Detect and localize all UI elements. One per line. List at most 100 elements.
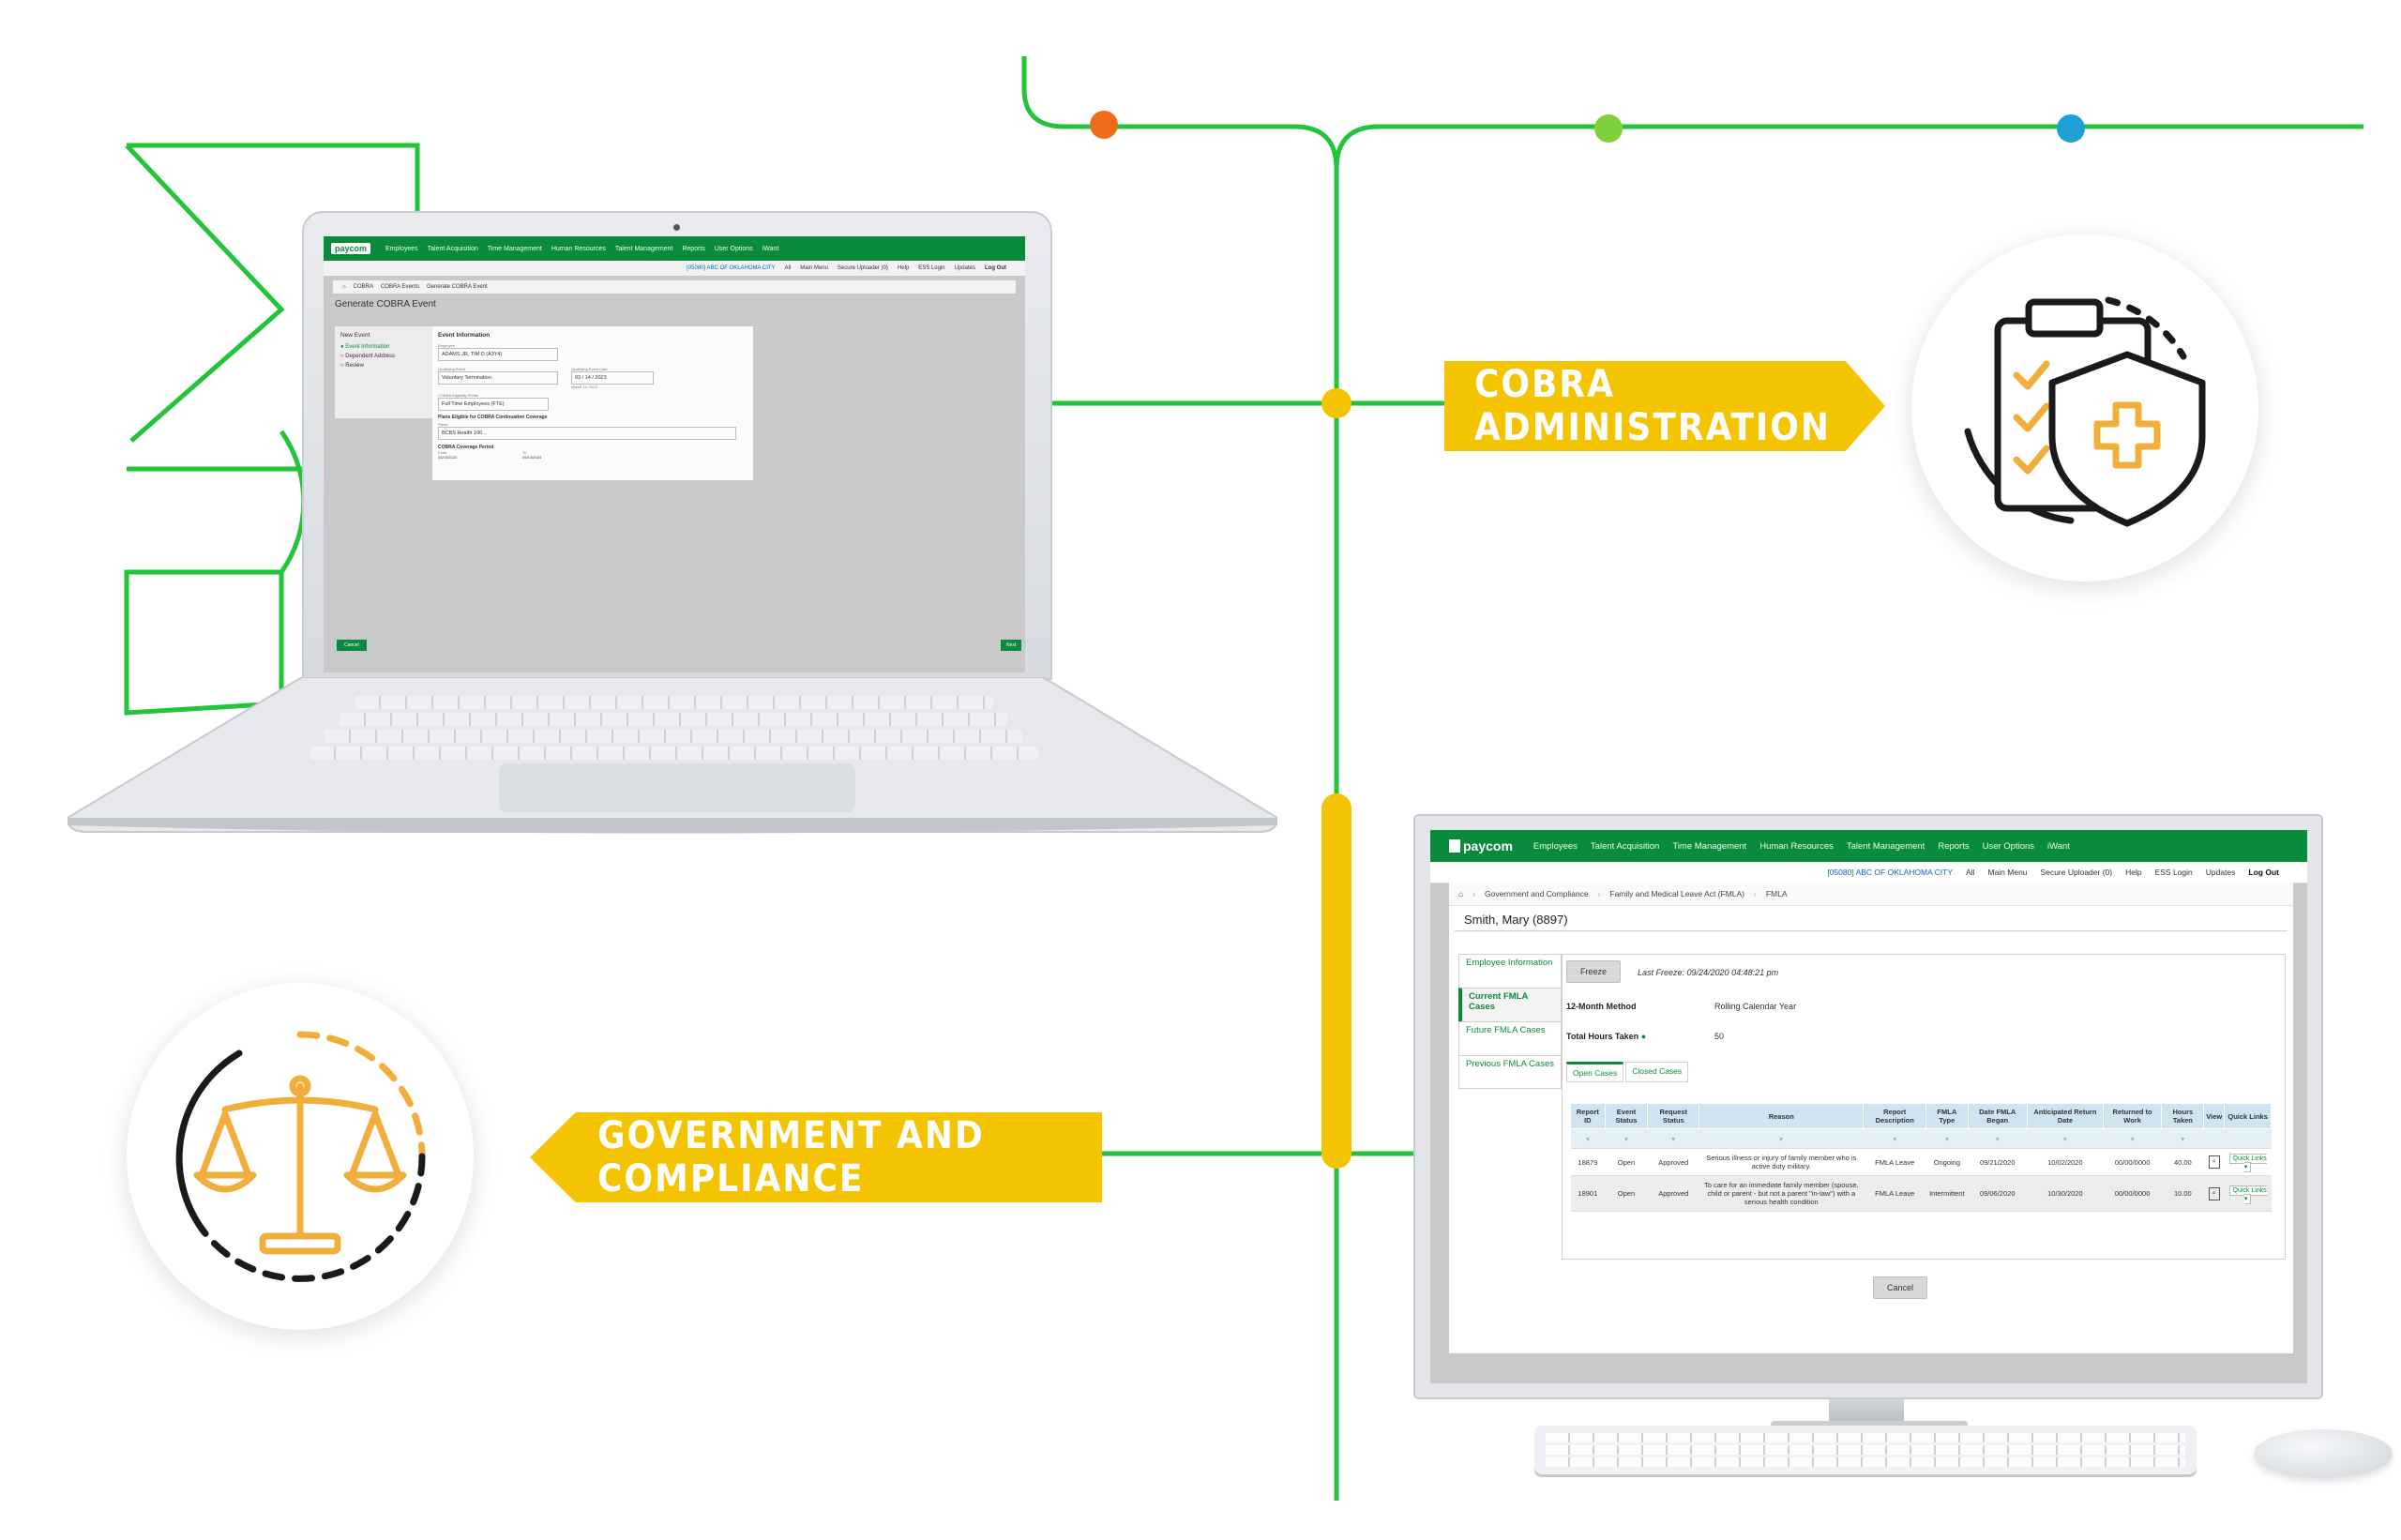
subnav-secure-uploader[interactable]: Secure Uploader (0) [837,265,888,271]
gov-icon-circle [127,983,474,1330]
qualifying-date-input[interactable]: 03 / 14 / 2023 [571,371,654,385]
step-dependent-address[interactable]: ○ Dependent Address [340,354,396,359]
gov-banner-label: GOVERNMENT AND COMPLIANCE [597,1114,985,1200]
subnav-all[interactable]: All [784,265,792,271]
col-anticipated-return[interactable]: Anticipated Return Date [2026,1103,2104,1129]
tab-open-cases[interactable]: Open Cases [1566,1062,1624,1082]
logout-link[interactable]: Log Out [985,265,1006,271]
tab-closed-cases[interactable]: Closed Cases [1625,1062,1689,1082]
tab-previous-fmla-cases[interactable]: Previous FMLA Cases [1458,1055,1562,1089]
subnav-updates[interactable]: Updates [2205,868,2236,877]
info-icon[interactable]: ● [1640,1032,1647,1041]
nav-talent-acquisition[interactable]: Talent Acquisition [427,245,478,252]
col-reason[interactable]: Reason [1699,1103,1865,1129]
nav-employees[interactable]: Employees [1533,840,1578,852]
step-event-information[interactable]: ● Event Information [340,344,390,350]
justice-scales-icon [175,1031,426,1282]
subnav-secure-uploader[interactable]: Secure Uploader (0) [2040,868,2113,877]
filter-cell[interactable]: ▾ [1605,1128,1648,1149]
filter-cell[interactable]: ▾ [1925,1128,1968,1149]
view-document-icon[interactable]: ⌕ [2203,1148,2225,1176]
station-dot-blue [2057,114,2085,143]
profile-select[interactable]: Full Time Employees (FTE) [438,398,549,411]
laptop-keyboard-row [310,747,1037,760]
subnav-help[interactable]: Help [897,265,910,271]
company-link[interactable]: [05080] ABC OF OKLAHOMA CITY [687,265,776,271]
nav-talent-management[interactable]: Talent Management [1846,840,1925,852]
filter-cell[interactable]: ▾ [1863,1128,1926,1149]
nav-talent-acquisition[interactable]: Talent Acquisition [1590,840,1660,852]
col-view[interactable]: View [2203,1103,2226,1129]
nav-reports[interactable]: Reports [682,245,705,252]
col-report-description[interactable]: Report Description [1863,1103,1927,1129]
step-review[interactable]: ○ Review [340,363,364,369]
qualifying-event-select[interactable]: Voluntary Termination [438,371,558,385]
paycom-logo: paycom [331,243,371,254]
subnav-main-menu[interactable]: Main Menu [800,265,828,271]
col-returned-to-work[interactable]: Returned to Work [2102,1103,2163,1129]
logout-link[interactable]: Log Out [2248,868,2279,877]
tab-current-fmla-cases[interactable]: Current FMLA Cases [1458,988,1562,1021]
filter-cell [2224,1128,2272,1149]
subnav-ess-login[interactable]: ESS Login [2154,868,2193,877]
filter-cell[interactable]: ▾ [1647,1128,1699,1149]
trackpad[interactable] [499,763,855,812]
col-quick-links[interactable]: Quick Links [2224,1103,2272,1129]
col-report-id[interactable]: Report ID [1570,1103,1606,1129]
nav-time-management[interactable]: Time Management [1672,840,1747,852]
col-request-status[interactable]: Request Status [1647,1103,1700,1129]
tab-future-fmla-cases[interactable]: Future FMLA Cases [1458,1021,1562,1055]
company-link[interactable]: [05080] ABC OF OKLAHOMA CITY [1827,868,1954,877]
col-event-status[interactable]: Event Status [1604,1103,1649,1129]
laptop-cancel-button[interactable]: Cancel [337,640,367,651]
nav-human-resources[interactable]: Human Resources [1759,840,1834,852]
col-fmla-type[interactable]: FMLA Type [1925,1103,1969,1129]
station-dot-orange [1090,111,1118,139]
case-subtabs: Open Cases Closed Cases [1566,1062,1689,1082]
employee-select[interactable]: ADAMS JR, TIM D (A3Y4) [438,348,558,361]
subnav-updates[interactable]: Updates [954,265,975,271]
tab-employee-information[interactable]: Employee Information [1458,954,1562,988]
filter-cell[interactable]: ▾ [1570,1128,1606,1149]
filter-cell[interactable]: ▾ [1968,1128,2028,1149]
monitor-neck [1829,1399,1904,1424]
filter-cell[interactable]: ▾ [1699,1128,1864,1149]
cobra-banner-label: COBRA ADMINISTRATION [1474,363,1831,449]
nav-employees[interactable]: Employees [385,245,418,252]
subnav-all[interactable]: All [1966,868,1975,877]
nav-user-options[interactable]: User Options [714,245,753,252]
filter-cell[interactable]: ▾ [2027,1128,2104,1149]
freeze-button[interactable]: Freeze [1566,960,1622,983]
crumb-government-compliance[interactable]: Government and Compliance [1484,889,1589,898]
laptop-keyboard-row [340,713,1007,726]
nav-talent-management[interactable]: Talent Management [614,245,673,252]
nav-user-options[interactable]: User Options [1982,840,2035,852]
quick-links-dropdown[interactable]: Quick Links ▾ [2224,1148,2272,1176]
col-hours-taken[interactable]: Hours Taken [2161,1103,2205,1129]
crumb-fmla-act[interactable]: Family and Medical Leave Act (FMLA) [1609,889,1744,898]
col-date-began[interactable]: Date FMLA Began [1967,1103,2028,1129]
table-row: 18879 Open Approved Serious illness or i… [1570,1148,2272,1176]
nav-human-resources[interactable]: Human Resources [551,245,606,252]
crumb-cobra-events[interactable]: COBRA Events [380,284,419,290]
plans-select[interactable]: BCBS Health 100... [438,427,736,440]
cell-report-id: 18879 [1570,1148,1606,1176]
nav-iwant[interactable]: iWant [2047,840,2070,852]
home-icon[interactable]: ⌂ [342,284,346,290]
coverage-title: COBRA Coverage Period [438,445,494,450]
page-title: Generate COBRA Event [335,299,436,310]
nav-reports[interactable]: Reports [1938,840,1970,852]
nav-iwant[interactable]: iWant [762,245,779,252]
quick-links-dropdown[interactable]: Quick Links ▾ [2224,1175,2272,1212]
desktop-cancel-button[interactable]: Cancel [1873,1276,1928,1299]
laptop-next-button[interactable]: Next [1001,640,1022,651]
crumb-cobra[interactable]: COBRA [353,284,373,290]
view-document-icon[interactable]: ⌕ [2203,1175,2225,1212]
filter-cell[interactable]: ▾ [2103,1128,2162,1149]
subnav-main-menu[interactable]: Main Menu [1987,868,2028,877]
filter-cell[interactable]: ▾ [2161,1128,2204,1149]
nav-time-management[interactable]: Time Management [487,245,542,252]
subnav-ess-login[interactable]: ESS Login [918,265,945,271]
home-icon[interactable]: ⌂ [1458,889,1464,898]
subnav-help[interactable]: Help [2125,868,2142,877]
